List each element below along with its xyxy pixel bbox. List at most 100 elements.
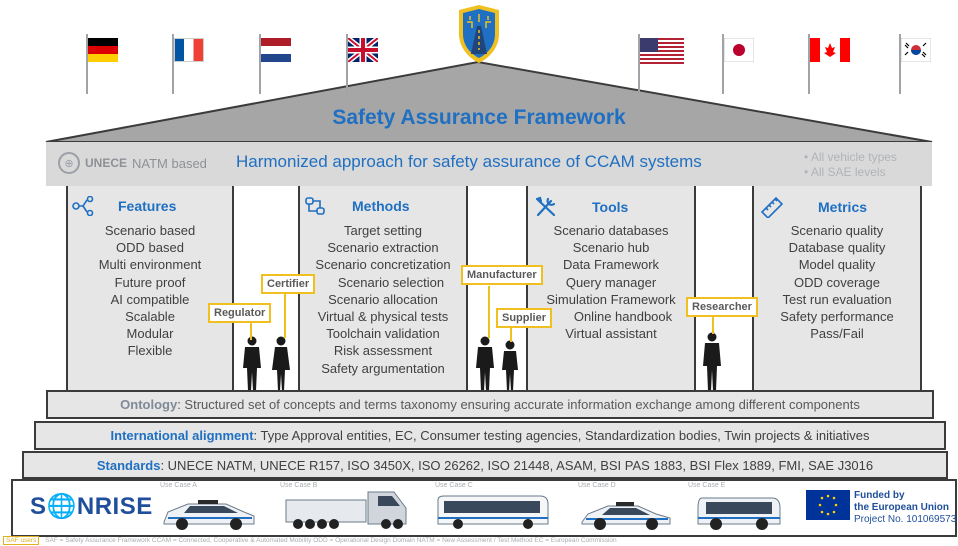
bullet-sae-levels: • All SAE levels xyxy=(804,165,886,179)
use-case-label: Use Case B xyxy=(280,482,318,489)
list-item: Test run evaluation xyxy=(782,291,892,307)
list-item: Scenario concretization xyxy=(315,257,451,273)
list-item: Target setting xyxy=(343,223,423,238)
list-item: Risk assessment xyxy=(333,343,433,359)
list-item: Safety argumentation xyxy=(321,360,445,376)
metrics-list: Scenario quality Database quality Model … xyxy=(752,222,922,342)
list-item: Safety performance xyxy=(780,309,894,325)
researcher-person-icon xyxy=(703,332,721,391)
list-item: Virtual & physical tests xyxy=(317,309,449,325)
flag-pole xyxy=(808,34,810,94)
flag-pole xyxy=(172,34,174,94)
shield-emblem-icon xyxy=(459,5,499,63)
list-item: Scenario allocation xyxy=(328,291,438,307)
role-certifier: Certifier xyxy=(261,274,316,294)
list-item: ODD coverage xyxy=(794,274,880,290)
certifier-connector xyxy=(284,294,286,338)
manufacturer-connector xyxy=(488,286,490,338)
flag-pole xyxy=(899,34,901,94)
pillar-title: Methods xyxy=(352,198,410,214)
harmonized-statement: Harmonized approach for safety assurance… xyxy=(236,152,702,171)
list-item: Database quality xyxy=(788,240,886,256)
pillar-header-metrics: Metrics xyxy=(760,196,867,218)
use-case-label: Use Case A xyxy=(160,482,197,489)
unece-name: UNECE xyxy=(85,156,128,170)
standards-layer: Standards : UNECE NATM, UNECE R157, ISO … xyxy=(22,451,948,479)
flag-pole xyxy=(346,34,348,94)
japan-flag xyxy=(724,38,754,62)
flag-pole xyxy=(259,34,261,94)
pillar-title: Metrics xyxy=(818,199,868,215)
flag-pole xyxy=(86,34,88,94)
eu-line-2: the European Union xyxy=(854,502,949,513)
eu-funding-text: Funded by the European Union Project No.… xyxy=(854,490,956,526)
ontology-text: : Structured set of concepts and terms t… xyxy=(177,397,860,412)
flag-pole xyxy=(722,34,724,94)
ontology-layer: Ontology : Structured set of concepts an… xyxy=(46,390,934,419)
list-item: Simulation Framework xyxy=(546,291,676,307)
list-item: Scalable xyxy=(125,309,175,325)
list-item: ODD based xyxy=(116,240,184,256)
international-label: International alignment xyxy=(110,428,254,443)
flag-pole xyxy=(638,34,640,94)
use-case-label: Use Case D xyxy=(578,482,616,489)
list-item: Scenario databases xyxy=(553,223,669,238)
regulator-connector xyxy=(250,322,252,340)
canada-flag xyxy=(810,38,850,62)
role-regulator: Regulator xyxy=(208,303,272,323)
list-item: Virtual assistant xyxy=(565,326,657,342)
pillar-tools xyxy=(526,186,696,390)
footer-abbreviations: SAF = Safety Assurance Framework CCAM = … xyxy=(45,537,617,544)
germany-flag xyxy=(88,38,118,62)
role-researcher: Researcher xyxy=(686,297,758,317)
list-item: Flexible xyxy=(127,343,173,359)
suv-vehicle-icon xyxy=(163,500,255,530)
international-text: : Type Approval entities, EC, Consumer t… xyxy=(253,428,870,443)
use-case-label: Use Case C xyxy=(435,482,473,489)
truck-vehicle-icon xyxy=(285,491,407,529)
uk-flag xyxy=(348,38,378,62)
france-flag xyxy=(174,38,204,62)
scope-bullets: • All vehicle types • All SAE levels xyxy=(804,150,897,180)
list-item: Toolchain validation xyxy=(326,326,440,342)
list-item: AI compatible xyxy=(110,291,190,307)
tools-list: Scenario databases Scenario hub Data Fra… xyxy=(526,222,696,342)
list-item: Data Framework xyxy=(562,257,660,273)
list-item: Scenario based xyxy=(104,223,196,238)
bus-vehicle-icon xyxy=(437,495,549,529)
bullet-vehicle-types: • All vehicle types xyxy=(804,150,897,164)
pillar-title: Tools xyxy=(592,199,629,215)
list-item: Pass/Fail xyxy=(810,326,864,342)
pillar-title: Features xyxy=(118,198,177,214)
network-icon xyxy=(72,196,94,216)
researcher-connector xyxy=(712,316,714,334)
list-item: Scenario selection xyxy=(337,274,445,290)
features-list: Scenario based ODD based Multi environme… xyxy=(66,222,234,360)
eu-flag-icon xyxy=(806,490,850,520)
list-item: Scenario extraction xyxy=(327,240,439,256)
sedan-vehicle-icon xyxy=(581,502,671,530)
unece-logo: ⊕ UNECE NATM based xyxy=(58,149,207,177)
regulator-person-icon xyxy=(243,336,261,391)
workflow-icon xyxy=(305,197,325,215)
unece-sub: NATM based xyxy=(132,155,207,171)
list-item: Scenario hub xyxy=(572,240,650,256)
role-manufacturer: Manufacturer xyxy=(461,265,543,285)
saf-users-tag: SAF users xyxy=(3,536,40,545)
list-item: Online handbook xyxy=(573,309,673,325)
pillar-header-tools: Tools xyxy=(534,196,628,218)
pillar-methods xyxy=(298,186,468,390)
supplier-person-icon xyxy=(502,340,518,391)
methods-list: Target setting Scenario extraction Scena… xyxy=(298,222,468,377)
list-item: Future proof xyxy=(114,274,186,290)
tools-icon xyxy=(535,196,556,217)
eu-line-1: Funded by xyxy=(854,490,905,501)
standards-text: : UNECE NATM, UNECE R157, ISO 3450X, ISO… xyxy=(160,457,874,473)
list-item: Scenario quality xyxy=(790,223,884,238)
shuttle-vehicle-icon xyxy=(697,497,781,530)
international-alignment-layer: International alignment : Type Approval … xyxy=(34,421,946,450)
standards-label: Standards xyxy=(96,457,161,473)
eu-line-3: Project No. 101069573 xyxy=(854,514,957,525)
framework-title: Safety Assurance Framework xyxy=(332,106,626,129)
ruler-icon xyxy=(760,196,784,218)
